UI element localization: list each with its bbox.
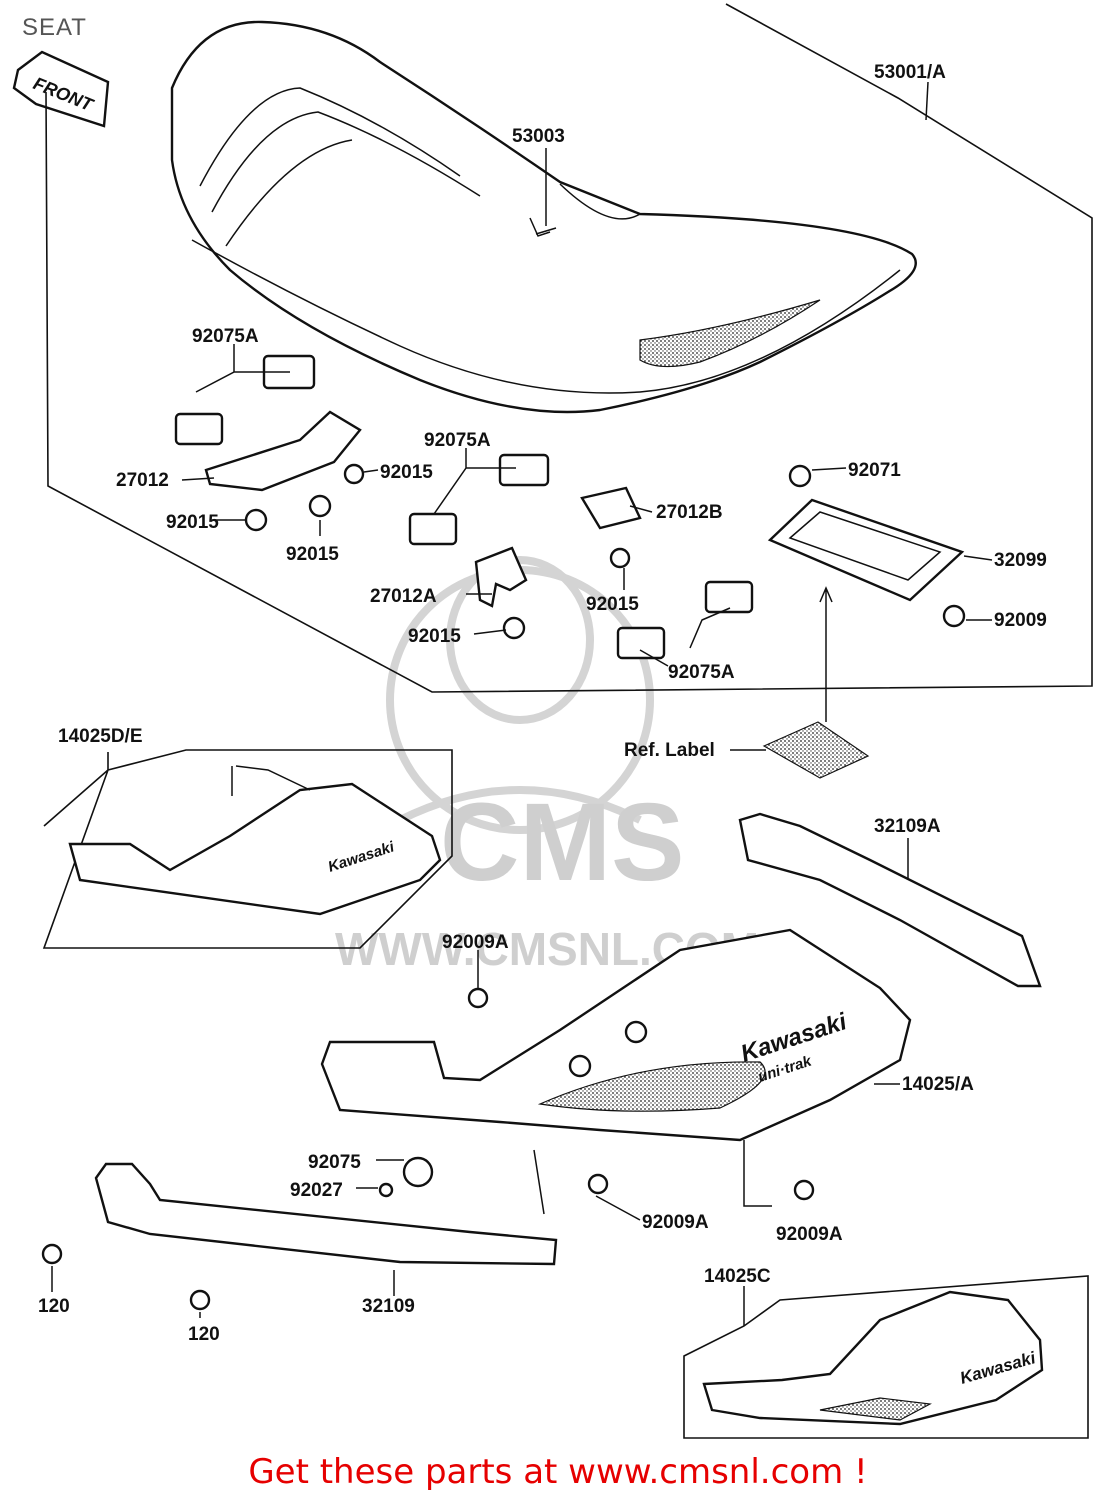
- callout-27012b: 27012B: [656, 502, 723, 523]
- bracket-a: [474, 546, 528, 608]
- callout-92015-1: 92015: [166, 512, 219, 533]
- callout-27012: 27012: [116, 470, 169, 491]
- callout-14025c: 14025C: [704, 1266, 771, 1287]
- callout-53001a: 53001/A: [874, 62, 946, 83]
- callout-14025a: 14025/A: [902, 1074, 974, 1095]
- bracket-plate: [204, 410, 362, 492]
- hardware-icons: [41, 987, 815, 1311]
- seat-group-outline: [45, 3, 1093, 693]
- cover-c-outline: [683, 1275, 1089, 1439]
- callout-32109a: 32109A: [874, 816, 941, 837]
- watermark-brand: CMS: [440, 781, 684, 904]
- callout-32109: 32109: [362, 1296, 415, 1317]
- callout-92015-5: 92015: [408, 626, 461, 647]
- callout-92015-2: 92015: [286, 544, 339, 565]
- callout-ref-label: Ref. Label: [624, 740, 715, 761]
- callout-92071: 92071: [848, 460, 901, 481]
- damper-blocks: [174, 354, 754, 660]
- callout-120-1: 120: [38, 1296, 70, 1317]
- bracket-b: [580, 486, 642, 530]
- rail-illustration: [94, 1162, 558, 1266]
- front-arrow-icon: FRONT: [12, 50, 110, 128]
- callout-92009a-right: 92009A: [776, 1224, 843, 1245]
- callout-92009a-mid: 92009A: [642, 1212, 709, 1233]
- callout-92015-3: 92015: [380, 462, 433, 483]
- ref-label-icon: [762, 721, 870, 779]
- callout-32099: 32099: [994, 550, 1047, 571]
- cover-de-illustration: Kawasaki: [68, 765, 442, 916]
- callout-27012a: 27012A: [370, 586, 437, 607]
- footer-link[interactable]: Get these parts at www.cmsnl.com !: [248, 1452, 868, 1492]
- callout-leaders-lower: [51, 838, 909, 1326]
- callout-leaders-upper: [181, 81, 993, 751]
- bracket-rail-illustration: [738, 812, 1042, 988]
- seat-illustration: [170, 20, 917, 414]
- callout-120-2: 120: [188, 1324, 220, 1345]
- cover-a-illustration: Kawasaki uni·trak: [320, 928, 912, 1142]
- nut-icons: [244, 463, 966, 640]
- callout-92075: 92075: [308, 1152, 361, 1173]
- callout-14025de: 14025D/E: [58, 726, 143, 747]
- callout-92009a-top: 92009A: [442, 932, 509, 953]
- callout-92075a-lower: 92075A: [668, 662, 735, 683]
- callout-53003: 53003: [512, 126, 565, 147]
- page-title: SEAT: [22, 14, 87, 41]
- callout-92075a-middle: 92075A: [424, 430, 491, 451]
- callout-92075a-upper: 92075A: [192, 326, 259, 347]
- cover-c-illustration: Kawasaki: [702, 1290, 1044, 1426]
- callout-92015-4: 92015: [586, 594, 639, 615]
- callout-92027: 92027: [290, 1180, 343, 1201]
- callout-92009: 92009: [994, 610, 1047, 631]
- cover-de-outline: [42, 749, 453, 949]
- cms-watermark: CMS WWW.CMSNL.COM: [335, 556, 759, 975]
